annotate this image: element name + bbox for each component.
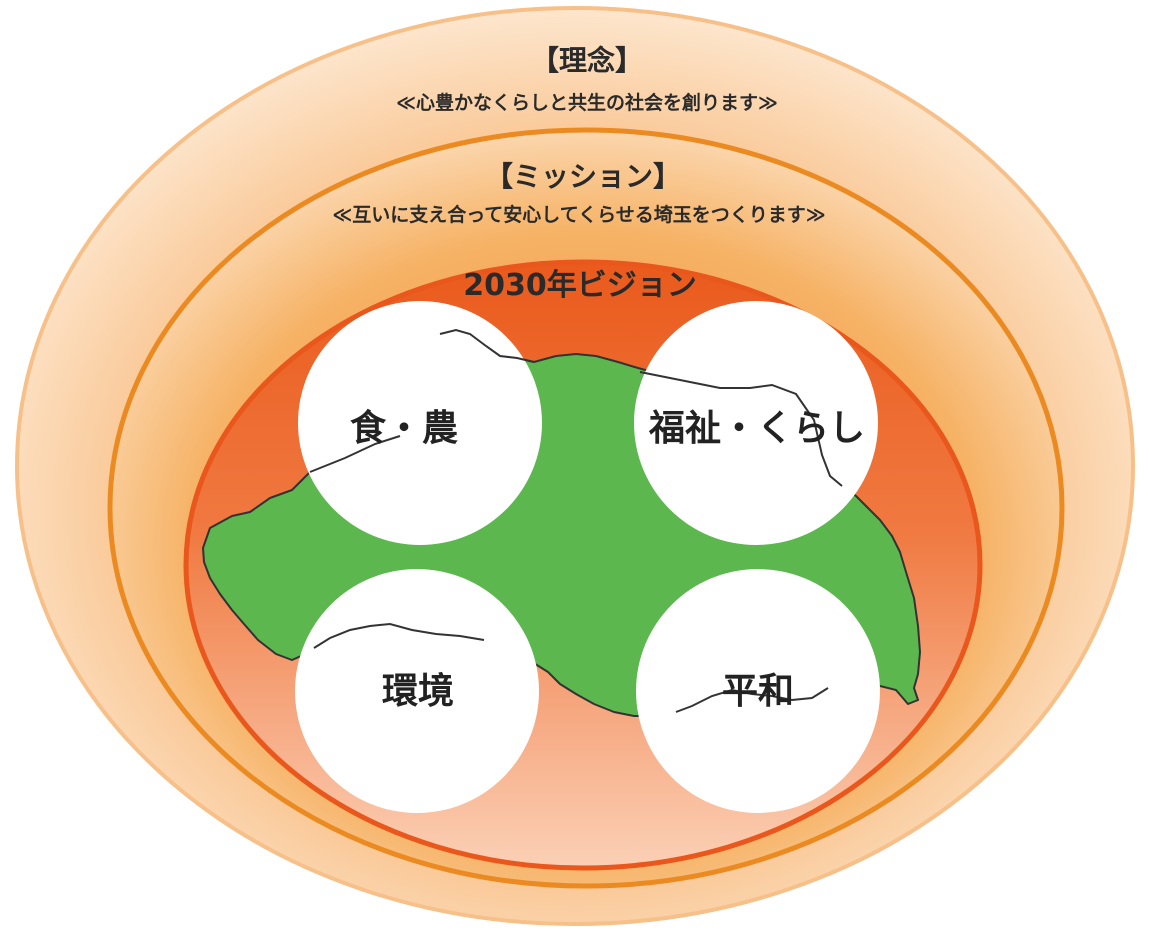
philosophy-subtitle: ≪心豊かなくらしと共生の社会を創ります≫	[396, 91, 778, 114]
pillar-label-welfare-living: 福祉・くらし	[648, 408, 865, 449]
mission-title: 【ミッション】	[485, 160, 681, 193]
map-border-line	[309, 328, 843, 713]
pillar-label-environment: 環境	[382, 671, 454, 712]
philosophy-title: 【理念】	[531, 44, 643, 77]
pillar-circle-environment	[295, 569, 539, 813]
pillar-circle-food-agriculture	[298, 301, 542, 545]
pillar-circle-welfare-living	[634, 301, 878, 545]
pillar-label-food-agriculture: 食・農	[350, 408, 458, 449]
vision-title: 2030年ビジョン	[463, 268, 697, 303]
pillar-label-peace: 平和	[722, 671, 794, 712]
pillar-circle-peace	[636, 569, 880, 813]
mission-subtitle: ≪互いに支え合って安心してくらせる埼玉をつくります≫	[332, 203, 825, 226]
